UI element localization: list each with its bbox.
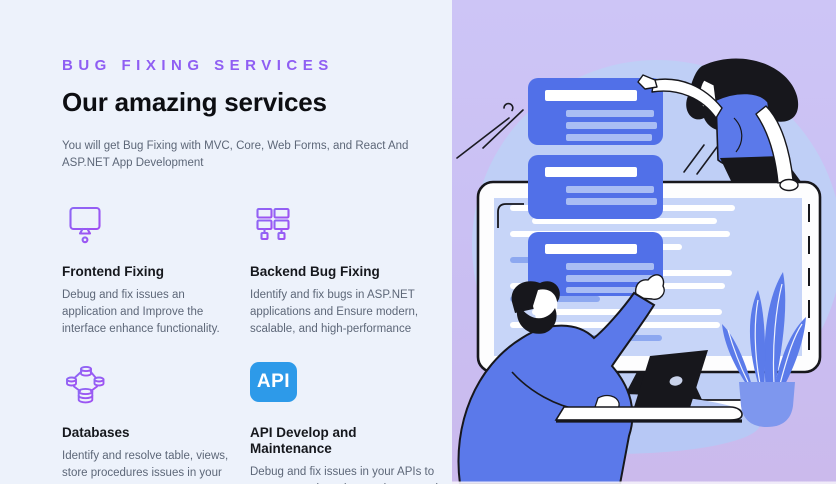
man-raised-hand xyxy=(634,274,665,300)
content-panel: BUG FIXING SERVICES Our amazing services… xyxy=(62,57,452,484)
code-card xyxy=(528,78,663,145)
api-badge-label: API xyxy=(256,371,291,392)
api-badge: API xyxy=(250,362,297,402)
man-body xyxy=(457,291,656,484)
decorative-double-slash xyxy=(683,144,718,175)
section-description: You will get Bug Fixing with MVC, Core, … xyxy=(62,140,409,169)
decorative-slashes xyxy=(456,102,524,159)
service-title: Databases xyxy=(62,425,130,440)
databases-network-icon xyxy=(62,362,236,412)
illustration-panel xyxy=(452,0,836,484)
illustration-laptop xyxy=(554,350,743,423)
service-description: Debug and fix issues in your APIs to ens… xyxy=(250,466,438,484)
services-illustration xyxy=(452,0,836,484)
service-description: Debug and fix issues an application and … xyxy=(62,289,220,335)
service-item-frontend-fixing: Frontend Fixing Debug and fix issues an … xyxy=(62,201,250,338)
frontend-monitor-icon xyxy=(62,201,236,251)
services-grid: Frontend Fixing Debug and fix issues an … xyxy=(62,201,452,484)
illustration-man xyxy=(457,274,665,484)
section-eyebrow: BUG FIXING SERVICES xyxy=(62,57,334,74)
backend-servers-icon xyxy=(250,201,438,251)
api-badge-icon: API xyxy=(250,362,438,412)
woman-arms xyxy=(637,74,799,192)
page-title: Our amazing services xyxy=(62,87,327,117)
service-item-databases: Databases Identify and resolve table, vi… xyxy=(62,362,250,484)
service-description: Identify and resolve table, views, store… xyxy=(62,450,229,479)
plant-pot xyxy=(739,382,795,427)
service-title: Frontend Fixing xyxy=(62,264,164,279)
service-title: API Develop and Maintenance xyxy=(250,425,357,456)
service-title: Backend Bug Fixing xyxy=(250,264,380,279)
illustration-code-cards xyxy=(528,78,663,296)
illustration-plant xyxy=(722,272,806,427)
code-card xyxy=(528,232,663,296)
man-beard xyxy=(516,308,557,334)
code-card xyxy=(528,155,663,219)
service-item-backend-bug-fixing: Backend Bug Fixing Identify and fix bugs… xyxy=(250,201,452,338)
service-item-api-develop: API API Develop and Maintenance Debug an… xyxy=(250,362,452,484)
service-description: Identify and fix bugs in ASP.NET applica… xyxy=(250,289,419,335)
